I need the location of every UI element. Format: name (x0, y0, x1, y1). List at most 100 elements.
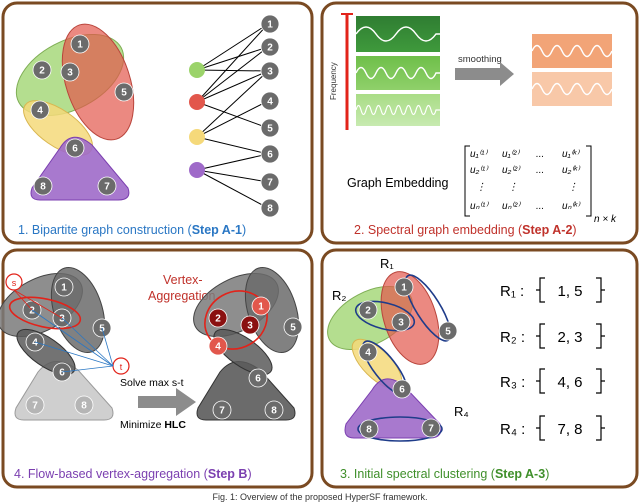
sink-label: t (120, 362, 123, 372)
vertex-label-3: 3 (398, 318, 404, 329)
vertex-label-2: 2 (365, 306, 371, 317)
bipartite-edges (196, 23, 269, 209)
purple-hyperedge-node (189, 162, 205, 178)
panel-border (1, 248, 314, 489)
vertex-5 (283, 317, 303, 337)
vertex-5 (114, 82, 134, 102)
vertex-2 (358, 300, 378, 320)
vertex-label-4: 4 (37, 106, 43, 117)
graph-embedding-label: Graph Embedding (347, 176, 449, 190)
svg-text:⋮: ⋮ (476, 182, 486, 193)
vertex-label-7: 7 (219, 406, 225, 417)
vertex-7 (212, 400, 232, 420)
vertex-label-2: 2 (29, 306, 35, 317)
cluster-r4 (357, 416, 443, 442)
panel-border (320, 248, 639, 489)
vertex-aggregation-title-1: Vertex- (163, 273, 203, 287)
vertex-label-5: 5 (121, 88, 127, 99)
vertex-7 (260, 172, 280, 192)
svg-text:...: ... (536, 149, 544, 160)
set-brackets (536, 277, 605, 303)
vertex-7 (421, 418, 441, 438)
region-label-r4: R₄ (454, 404, 469, 419)
wave-low (356, 16, 440, 52)
vertex-label-2: 2 (267, 43, 273, 54)
vertex-6 (65, 138, 85, 158)
vertex-label-7: 7 (428, 424, 434, 435)
vertex-label-3: 3 (267, 67, 273, 78)
svg-text:uₙ⁽¹⁾: uₙ⁽¹⁾ (470, 201, 489, 212)
vertex-label-8: 8 (40, 182, 46, 193)
panel2-caption: 2. Spectral graph embedding (Step A-2) (354, 223, 577, 237)
vertex-6 (248, 368, 268, 388)
green-hyperedge-node (189, 62, 205, 78)
vertex-4 (208, 336, 228, 356)
smoothing-label: smoothing (458, 54, 502, 65)
svg-text:u₁⁽ᵏ⁾: u₁⁽ᵏ⁾ (562, 149, 580, 160)
smoothing-arrow (455, 62, 514, 86)
panel-spectral-embedding: Frequency smoothing Graph Embedding u₁⁽¹… (320, 1, 639, 245)
vertex-3 (60, 62, 80, 82)
vertex-label-3: 3 (247, 321, 253, 332)
vertex-1 (54, 277, 74, 297)
svg-text:⋮: ⋮ (508, 182, 518, 193)
source-edges (13, 289, 63, 319)
vertex-7 (97, 176, 117, 196)
vertex-4 (358, 342, 378, 362)
svg-text:uₙ⁽ᵏ⁾: uₙ⁽ᵏ⁾ (562, 201, 581, 212)
vertex-label-7: 7 (267, 178, 273, 189)
vertex-7 (25, 395, 45, 415)
embedding-matrix: u₁⁽¹⁾u₁⁽²⁾...u₁⁽ᵏ⁾ u₂⁽¹⁾u₂⁽²⁾...u₂⁽ᵏ⁾ ⋮⋮… (470, 149, 581, 212)
vertex-5 (438, 321, 458, 341)
red-hyperedge (380, 271, 440, 365)
wave-mid (356, 56, 440, 90)
arrow-text-1: Solve max s-t (120, 377, 184, 389)
solve-arrow (138, 388, 196, 416)
vertex-label-6: 6 (255, 374, 261, 385)
vertex-1 (70, 34, 90, 54)
vertex-label-1: 1 (258, 302, 264, 313)
matrix-dims: n × k (594, 214, 617, 225)
sink-edges (31, 309, 114, 373)
matrix-left-bracket (464, 145, 470, 217)
region-label-r2: R₂ (332, 288, 346, 303)
figure-footer: Fig. 1: Overview of the proposed HyperSF… (212, 492, 427, 502)
vertex-label-6: 6 (399, 385, 405, 396)
svg-text:u₁⁽¹⁾: u₁⁽¹⁾ (470, 149, 489, 160)
vertex-label-8: 8 (366, 425, 372, 436)
vertex-3 (391, 312, 411, 332)
panel1-caption: 1. Bipartite graph construction (Step A-… (18, 223, 246, 237)
vertex-aggregation-title-2: Aggregation (148, 289, 215, 303)
matrix-right-bracket (586, 145, 592, 217)
assignment-set: 7, 8 (557, 421, 582, 438)
assignment-set: 2, 3 (557, 329, 582, 346)
svg-text:⋮: ⋮ (568, 182, 578, 193)
vertex-label-2: 2 (39, 66, 45, 77)
frequency-label: Frequency (329, 62, 338, 100)
vertex-label-1: 1 (77, 40, 83, 51)
svg-text:...: ... (536, 165, 544, 176)
vertex-label-3: 3 (67, 68, 73, 79)
vertex-2 (260, 37, 280, 57)
assignment-set: 1, 5 (557, 283, 582, 300)
vertex-6 (260, 144, 280, 164)
assignment-label: R₂ : (500, 329, 525, 346)
vertex-label-5: 5 (445, 327, 451, 338)
vertex-2 (208, 308, 228, 328)
vertex-8 (33, 176, 53, 196)
assignment-label: R₄ : (500, 421, 525, 438)
assignment-label: R₁ : (500, 283, 524, 300)
vertex-3 (260, 61, 280, 81)
vertex-3 (240, 315, 260, 335)
vertex-8 (74, 395, 94, 415)
vertex-6 (392, 379, 412, 399)
svg-text:u₂⁽¹⁾: u₂⁽¹⁾ (470, 165, 489, 176)
vertex-label-7: 7 (104, 182, 110, 193)
panel4-caption: 4. Flow-based vertex-aggregation (Step B… (14, 467, 252, 481)
region-label-r1: R₁ (380, 256, 394, 271)
vertex-label-8: 8 (267, 204, 273, 215)
vertex-label-8: 8 (271, 406, 277, 417)
